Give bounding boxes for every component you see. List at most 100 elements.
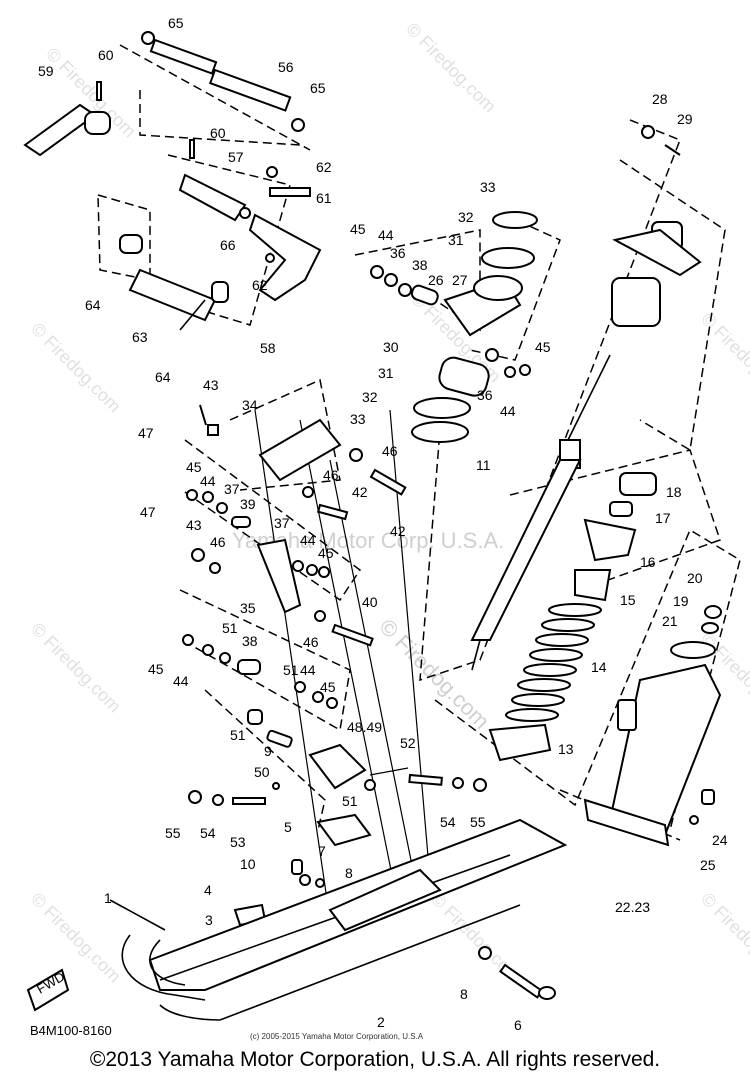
callout-38: 38	[412, 257, 428, 273]
part-code: B4M100-8160	[30, 1023, 112, 1038]
callout-64: 64	[155, 369, 171, 385]
coil-spring	[505, 603, 602, 722]
callout-38: 38	[242, 633, 258, 649]
callout-53: 53	[230, 834, 246, 850]
callout-65: 65	[168, 15, 184, 31]
callout-34: 34	[242, 397, 258, 413]
callout-43: 43	[186, 517, 202, 533]
watermark: © Firedog.com	[402, 19, 500, 117]
callout-44: 44	[300, 662, 316, 678]
callout-8: 8	[460, 986, 468, 1002]
callout-17: 17	[655, 510, 671, 526]
callout-28: 28	[652, 91, 668, 107]
callout-42: 42	[352, 484, 368, 500]
callout-44: 44	[500, 403, 516, 419]
callout-16: 16	[640, 554, 656, 570]
callout-51: 51	[283, 662, 299, 678]
callout-10: 10	[240, 856, 256, 872]
callout-58: 58	[260, 340, 276, 356]
callout-37: 37	[274, 515, 290, 531]
callout-44: 44	[200, 473, 216, 489]
callout-37: 37	[224, 481, 240, 497]
callout-11: 11	[476, 457, 491, 473]
ski-assembly: FWD	[26, 777, 568, 1021]
callout-8: 8	[345, 865, 353, 881]
watermark: © Firedog.com	[27, 319, 125, 417]
callout-33: 33	[350, 411, 366, 427]
callout-65: 65	[310, 80, 326, 96]
callout-40: 40	[362, 594, 378, 610]
callout-61: 61	[316, 190, 332, 206]
callout-18: 18	[666, 484, 682, 500]
callout-3: 3	[205, 912, 213, 928]
callout-60: 60	[98, 47, 114, 63]
copyright-footer: ©2013 Yamaha Motor Corporation, U.S.A. A…	[89, 1048, 661, 1071]
callout-47: 47	[138, 425, 154, 441]
callout-56: 56	[278, 59, 294, 75]
watermark: © Firedog.com	[697, 889, 750, 987]
callout-41: 42	[390, 523, 406, 539]
callout-59: 59	[38, 63, 54, 79]
callout-47: 47	[140, 504, 156, 520]
callout-45: 45	[535, 339, 551, 355]
callout-5: 5	[284, 819, 292, 835]
callout-6: 6	[514, 1017, 522, 1033]
callout-35: 35	[240, 600, 256, 616]
shock-absorber	[470, 125, 722, 847]
callout-44: 44	[378, 227, 394, 243]
callout-63: 63	[132, 329, 148, 345]
callout-7: 7	[318, 843, 326, 859]
callout-48-49: 48.49	[347, 719, 382, 735]
callout-labels: 65 60 59 56 65 60 62 57 61 66 62 64 63 5…	[30, 15, 728, 1038]
callout-45: 45	[320, 679, 336, 695]
callout-31: 31	[448, 232, 464, 248]
callout-14: 14	[591, 659, 607, 675]
callout-39: 39	[240, 496, 256, 512]
callout-24: 24	[712, 832, 728, 848]
callout-45: 45	[148, 661, 164, 677]
watermarks: © Firedog.com © Firedog.com © Firedog.co…	[27, 19, 750, 987]
small-copyright: (c) 2005-2015 Yamaha Motor Corporation, …	[250, 1032, 424, 1041]
callout-50: 50	[254, 764, 270, 780]
upper-shaft-assembly	[23, 31, 322, 331]
callout-62: 62	[252, 277, 268, 293]
callout-21: 21	[662, 613, 678, 629]
callout-25: 25	[700, 857, 716, 873]
callout-15: 15	[620, 592, 636, 608]
callout-9: 9	[264, 743, 272, 759]
callout-51: 51	[342, 793, 358, 809]
callout-33: 33	[480, 179, 496, 195]
callout-46: 46	[210, 534, 226, 550]
callout-4: 4	[204, 882, 212, 898]
callout-55: 55	[165, 825, 181, 841]
callout-46: 46	[323, 467, 339, 483]
callout-54: 54	[200, 825, 216, 841]
callout-44: 44	[173, 673, 189, 689]
callout-45: 45	[350, 221, 366, 237]
callout-22-23: 22.23	[615, 899, 650, 915]
callout-20: 20	[687, 570, 703, 586]
callout-29: 29	[677, 111, 693, 127]
callout-45: 45	[318, 545, 334, 561]
callout-43: 43	[203, 377, 219, 393]
callout-45: 45	[186, 459, 202, 475]
callout-19: 19	[673, 593, 689, 609]
callout-57: 57	[228, 149, 244, 165]
callout-54: 54	[440, 814, 456, 830]
callout-44: 44	[300, 532, 316, 548]
callout-46: 46	[303, 634, 319, 650]
callout-51: 51	[222, 620, 238, 636]
callout-55: 55	[470, 814, 486, 830]
watermark: © Firedog.com	[27, 619, 125, 717]
callout-52: 52	[400, 735, 416, 751]
callout-51: 51	[230, 727, 246, 743]
callout-32: 32	[458, 209, 474, 225]
callout-66: 66	[220, 237, 236, 253]
collar-stack	[370, 211, 538, 443]
callout-36: 36	[477, 387, 493, 403]
callout-64: 64	[85, 297, 101, 313]
callout-13: 13	[558, 741, 574, 757]
callout-27: 27	[452, 272, 468, 288]
callout-62: 62	[316, 159, 332, 175]
